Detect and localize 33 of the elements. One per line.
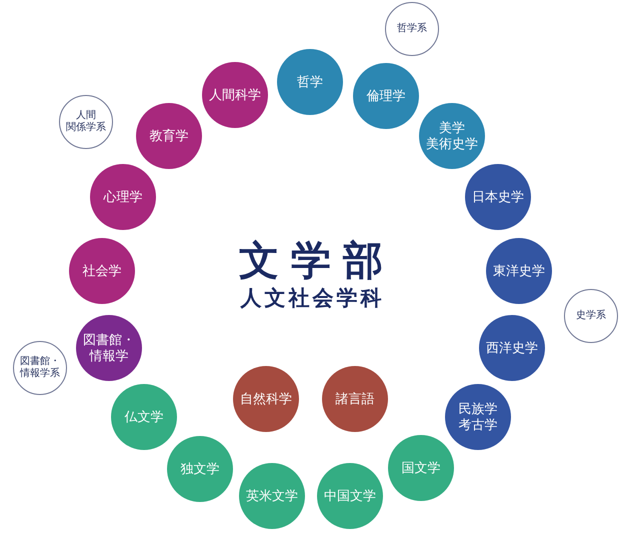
- subject-name: 心理学: [104, 188, 142, 206]
- subject-circle: [445, 384, 511, 450]
- subject-name: 中国文学: [324, 488, 376, 504]
- subtitle: 人文社会学科: [240, 288, 384, 309]
- group-name: 史学系: [576, 310, 606, 322]
- subject-circle: [419, 103, 485, 169]
- subject-circle: [136, 103, 202, 169]
- subject-name: 自然科学: [240, 390, 292, 408]
- subject-name: 英米文学: [246, 488, 298, 504]
- group-circle: [385, 2, 439, 56]
- subject-name: 民族学考古学: [457, 400, 498, 434]
- group-name: 哲学系: [397, 22, 427, 36]
- subject-name: 国文学: [402, 460, 440, 476]
- group-circle: [13, 341, 67, 395]
- subject-name: 美学美術史学: [424, 120, 479, 152]
- subject-name: 西洋史学: [486, 340, 538, 356]
- subject-name: 倫理学: [366, 88, 406, 104]
- group-name: 図書館・情報学系: [18, 356, 61, 380]
- subject-name: 仏文学: [124, 408, 164, 426]
- subject-name: 図書館・情報学: [82, 332, 136, 364]
- subject-name: 社会学: [82, 262, 122, 280]
- subject-name: 教育学: [150, 128, 188, 144]
- group-circle: [59, 95, 113, 149]
- group-name: 人間関係学系: [65, 110, 107, 134]
- subject-name: 哲学: [297, 74, 323, 90]
- subject-name: 諸言語: [336, 390, 374, 408]
- subject-name: 日本史学: [472, 188, 524, 206]
- subject-name: 東洋史学: [493, 262, 545, 280]
- subject-circle: [111, 384, 177, 450]
- group-circle: [564, 289, 618, 343]
- subject-name: 人間科学: [209, 86, 261, 104]
- subject-name: 独文学: [180, 460, 220, 478]
- title: 文学部: [239, 241, 395, 281]
